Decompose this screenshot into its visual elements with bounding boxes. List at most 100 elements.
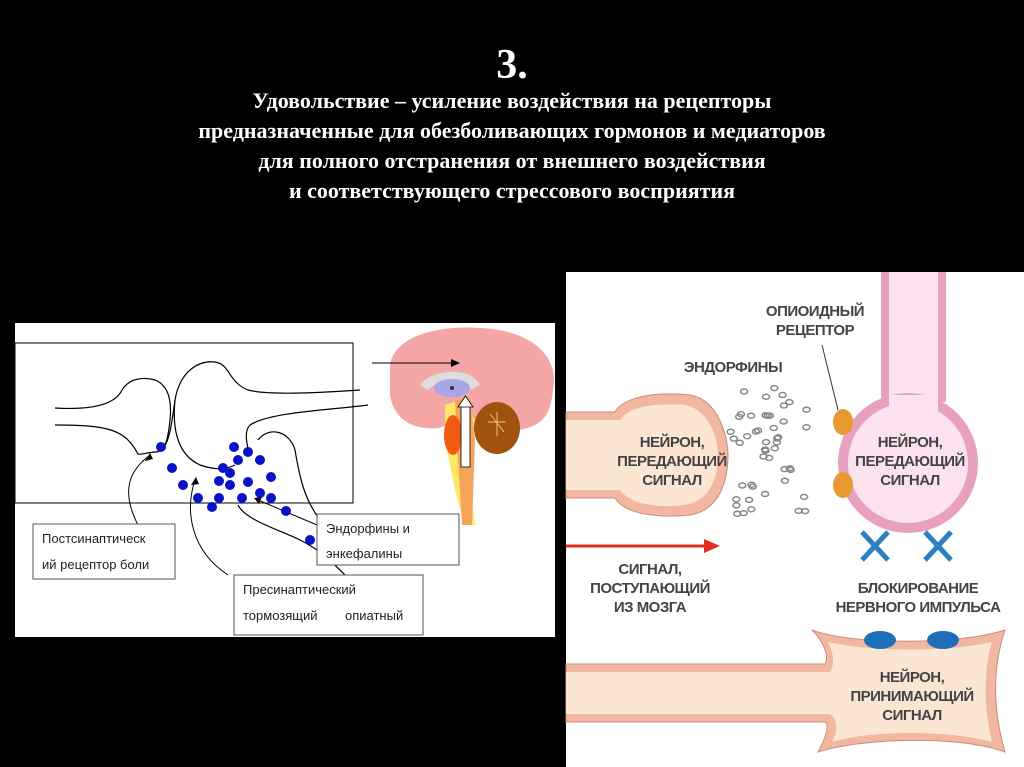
endorphin-particle: [738, 482, 747, 489]
label-line: опиатный: [345, 608, 403, 623]
endorphin-particle: [770, 445, 780, 452]
endorphin-dot: [281, 506, 291, 516]
arrowhead-icon: [191, 477, 199, 485]
endorphin-particle: [785, 398, 794, 406]
arrowhead-icon: [145, 453, 153, 461]
endorphin-dot: [156, 442, 166, 452]
label-line: тормозящий: [243, 608, 318, 623]
opioid-receptor-label: ОПИОИДНЫЙ: [766, 302, 864, 320]
signal-label: СИГНАЛ,: [618, 561, 681, 578]
endorphin-particle: [759, 453, 768, 460]
receptor-icon: [864, 631, 896, 649]
endorphin-particle: [779, 402, 789, 409]
endorphin-dot: [214, 493, 224, 503]
endorphin-particle: [747, 506, 756, 513]
endorphin-particle: [726, 428, 735, 436]
arrow-to-receptor: [128, 454, 151, 526]
pointer-line: [821, 344, 839, 411]
endorphin-particle: [799, 493, 809, 501]
opioid-receptor-label: РЕЦЕПТОР: [776, 322, 855, 339]
endorphin-dot: [233, 455, 243, 465]
endorphin-particle: [744, 496, 754, 504]
endorphin-dot: [193, 493, 203, 503]
slide-number: 3.: [496, 42, 528, 88]
endorphin-dot: [167, 463, 177, 473]
endorphin-particle: [761, 438, 771, 446]
endorphin-dot: [218, 463, 228, 473]
blocking-marks-icon: [860, 530, 953, 562]
endorphin-particle: [769, 424, 779, 432]
neuron-receiving-label: СИГНАЛ: [882, 707, 942, 724]
heading-line: Удовольствие – усиление воздействия на р…: [253, 88, 772, 113]
endorphin-particle: [760, 446, 770, 453]
arrowhead-icon: [254, 497, 262, 504]
label-endorphins-enkephalins: Эндорфины и энкефалины: [316, 513, 460, 566]
label-line: энкефалины: [326, 546, 402, 561]
up-arrow-icon: [460, 404, 471, 468]
endorphin-particle: [729, 435, 739, 442]
synapse-diagram: Постсинаптическ ий рецептор боли Эндорфи…: [14, 323, 555, 637]
label-line: ий рецептор боли: [42, 557, 149, 572]
endorphin-particle: [739, 388, 749, 395]
endorphin-particle: [746, 412, 756, 420]
endorphin-particle: [772, 439, 782, 446]
label-postsynaptic-receptor: Постсинаптическ ий рецептор боли: [32, 523, 176, 580]
postsynaptic-neuron-outline: [54, 377, 172, 455]
endorphin-particle: [747, 481, 756, 488]
endorphin-dot: [243, 477, 253, 487]
endorphin-dot: [229, 442, 239, 452]
blocking-label: НЕРВНОГО ИМПУЛЬСА: [836, 599, 1002, 616]
label-line: Пресинаптический: [243, 582, 356, 597]
endorphin-particle: [732, 502, 741, 509]
endorphin-particle: [760, 490, 770, 498]
slide-heading: Удовольствие – усиление воздействия на р…: [198, 88, 825, 203]
zoom-frame: [14, 342, 354, 504]
endorphin-particle: [802, 406, 811, 413]
axon-outline: [159, 361, 361, 452]
endorphin-dot: [207, 502, 217, 512]
endorphin-dots: [156, 442, 315, 545]
arrowhead-icon: [704, 539, 720, 553]
heading-line: предназначенные для обезболивающих гормо…: [198, 118, 825, 143]
endorphin-particle: [770, 384, 779, 392]
endorphin-particle: [780, 465, 789, 473]
neuron-receiving-label: ПРИНИМАЮЩИЙ: [850, 687, 973, 705]
heading-line: и соответствующего стрессового восприяти…: [289, 178, 735, 203]
endorphin-particle: [778, 391, 787, 399]
endorphin-dot: [305, 535, 315, 545]
neuron-left-label: СИГНАЛ: [642, 472, 702, 489]
endorphin-dot: [178, 480, 188, 490]
label-line: Эндорфины и: [326, 521, 410, 536]
signal-label: ИЗ МОЗГА: [614, 599, 687, 616]
brain-illustration: [390, 327, 555, 525]
neuron-right-label: СИГНАЛ: [880, 472, 940, 489]
arrowhead-icon: [451, 359, 460, 367]
neuron-receiving-label: НЕЙРОН,: [880, 668, 945, 686]
axon-inner: [889, 395, 938, 415]
endorphin-dot: [243, 447, 253, 457]
neuron-right-label: НЕЙРОН,: [878, 433, 943, 451]
endorphin-particle: [761, 393, 771, 400]
endorphin-dot: [225, 480, 235, 490]
endorphin-dot: [255, 455, 265, 465]
neuron-right-label: ПЕРЕДАЮЩИЙ: [855, 452, 965, 470]
neuron-left-label: НЕЙРОН,: [640, 433, 705, 451]
neuron-body: [848, 403, 968, 523]
neuron-body: [566, 404, 718, 507]
axon-inner: [889, 272, 938, 407]
endorphin-particle: [802, 423, 811, 431]
endorphin-particle: [794, 507, 803, 515]
endorphin-dot: [214, 476, 224, 486]
endorphin-particle: [732, 496, 741, 503]
blocking-label: БЛОКИРОВАНИЕ: [858, 580, 979, 597]
endorphin-particle: [742, 432, 752, 440]
endorphin-particle: [763, 412, 772, 419]
endorphin-particle: [780, 477, 790, 485]
endorphin-dot: [225, 468, 235, 478]
heading-line: для полного отстранения от внешнего возд…: [258, 148, 765, 173]
endorphin-particle: [779, 418, 788, 425]
opioid-receptor-icon: [833, 409, 853, 435]
signal-label: ПОСТУПАЮЩИЙ: [590, 579, 710, 597]
label-line: Постсинаптическ: [42, 531, 146, 546]
